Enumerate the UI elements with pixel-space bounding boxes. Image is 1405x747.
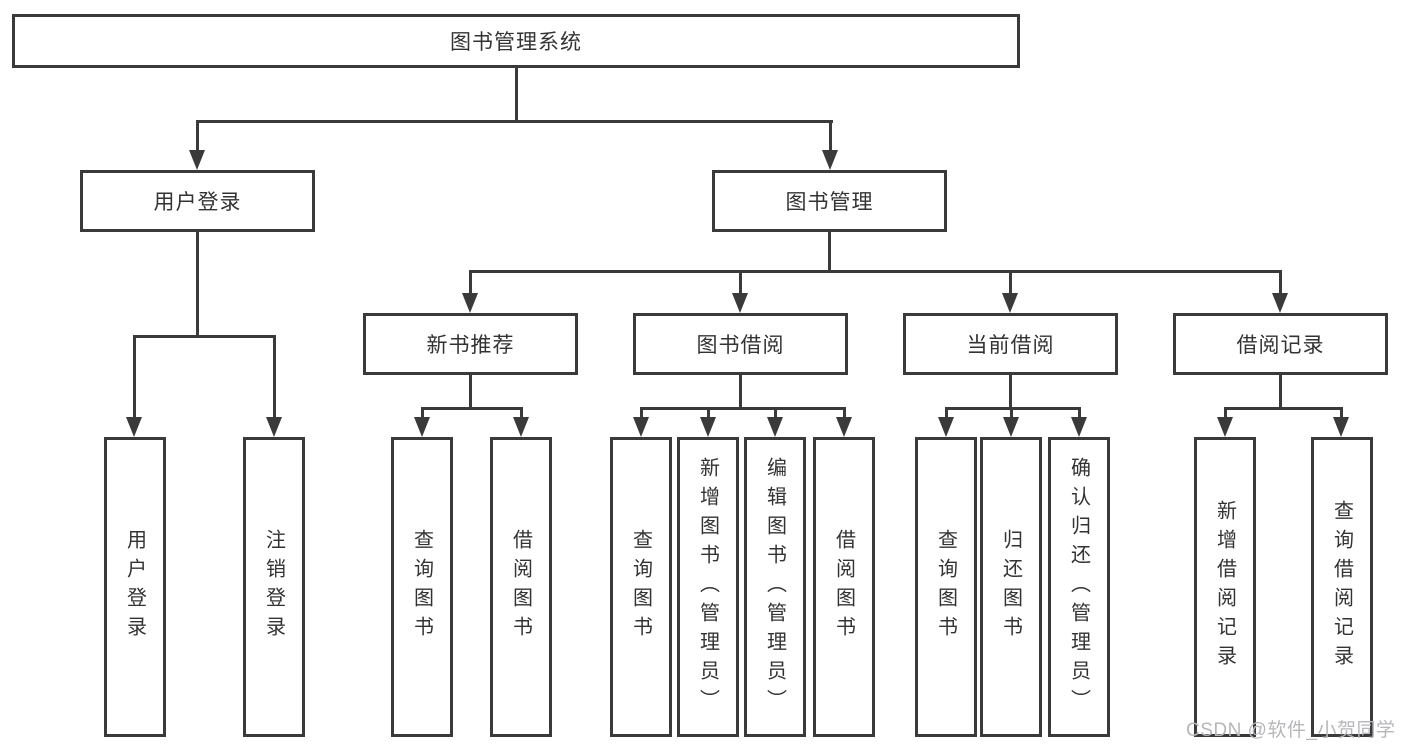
connector-drop-leaf <box>1078 407 1081 419</box>
node-book-borrow: 图书借阅 <box>633 313 848 375</box>
connector-drop-new-book <box>469 270 472 295</box>
arrow-down-icon <box>1217 417 1233 437</box>
connector-current-borrow-bus <box>945 407 1081 410</box>
arrow-down-icon <box>266 417 282 437</box>
leaf-user-login: 用户登录 <box>104 437 166 737</box>
leaf-newbook-borrow-books: 借阅图书 <box>490 437 552 737</box>
node-current-borrow: 当前借阅 <box>903 313 1118 375</box>
node-user-login-label: 用户登录 <box>153 191 242 214</box>
arrow-down-icon <box>462 293 478 313</box>
arrow-down-icon <box>700 417 716 437</box>
node-new-book-label: 新书推荐 <box>426 334 515 357</box>
leaf-borrow-borrow-books: 借阅图书 <box>813 437 875 737</box>
connector-borrow-records-bus <box>1224 407 1343 410</box>
node-root-label: 图书管理系统 <box>450 31 582 54</box>
connector-current-borrow-stub <box>1009 375 1012 410</box>
node-book-management: 图书管理 <box>712 170 947 232</box>
leaf-current-return-books: 归还图书 <box>980 437 1042 737</box>
leaf-records-add-record: 新增借阅记录 <box>1194 437 1256 737</box>
node-borrow-records-label: 借阅记录 <box>1236 334 1325 357</box>
arrow-down-icon <box>189 150 205 170</box>
leaf-label: 归还图书 <box>999 529 1022 645</box>
connector-drop-book-management <box>829 120 832 152</box>
arrow-down-icon <box>938 417 954 437</box>
node-book-borrow-label: 图书借阅 <box>696 334 785 357</box>
leaf-label: 查询图书 <box>410 529 433 645</box>
leaf-label: 借阅图书 <box>832 529 855 645</box>
leaf-records-query-record: 查询借阅记录 <box>1311 437 1373 737</box>
watermark: CSDN @软件_小贺同学 <box>1186 720 1396 741</box>
connector-drop-current-borrow <box>1009 270 1012 295</box>
arrow-down-icon <box>1003 417 1019 437</box>
connector-drop-leaf <box>774 407 777 419</box>
leaf-borrow-edit-books-admin: 编辑图书（管理员） <box>744 437 806 737</box>
connector-new-book-bus <box>421 407 523 410</box>
connector-drop-leaf <box>707 407 710 419</box>
connector-drop-leaf <box>843 407 846 419</box>
leaf-borrow-query-books: 查询图书 <box>610 437 672 737</box>
leaf-label: 确认归还（管理员） <box>1067 456 1090 718</box>
connector-drop-leaf <box>520 407 523 419</box>
arrow-down-icon <box>732 293 748 313</box>
connector-book-management-bus <box>469 270 1282 273</box>
node-user-login: 用户登录 <box>80 170 315 232</box>
connector-book-borrow-stub <box>739 375 742 410</box>
arrow-down-icon <box>1071 417 1087 437</box>
connector-user-login-stub <box>196 232 199 338</box>
connector-drop-leaf <box>133 335 136 417</box>
node-book-management-label: 图书管理 <box>785 191 874 214</box>
connector-drop-leaf <box>1224 407 1227 419</box>
leaf-logout: 注销登录 <box>243 437 305 737</box>
connector-drop-leaf <box>273 335 276 417</box>
connector-new-book-stub <box>469 375 472 410</box>
leaf-current-query-books: 查询图书 <box>915 437 977 737</box>
leaf-label: 用户登录 <box>123 529 146 645</box>
node-root: 图书管理系统 <box>12 14 1020 68</box>
node-current-borrow-label: 当前借阅 <box>966 334 1055 357</box>
leaf-label: 借阅图书 <box>509 529 532 645</box>
connector-book-management-stub <box>828 232 831 273</box>
arrow-down-icon <box>767 417 783 437</box>
arrow-down-icon <box>1333 417 1349 437</box>
leaf-label: 编辑图书（管理员） <box>763 456 786 718</box>
arrow-down-icon <box>1272 293 1288 313</box>
connector-user-login-bus <box>133 335 276 338</box>
leaf-label: 注销登录 <box>262 529 285 645</box>
connector-drop-leaf <box>945 407 948 419</box>
connector-drop-leaf <box>640 407 643 419</box>
arrow-down-icon <box>1002 293 1018 313</box>
connector-drop-leaf <box>421 407 424 419</box>
connector-root-stub <box>515 68 518 123</box>
connector-drop-leaf <box>1340 407 1343 419</box>
arrow-down-icon <box>822 150 838 170</box>
leaf-current-confirm-return-admin: 确认归还（管理员） <box>1048 437 1110 737</box>
connector-borrow-records-stub <box>1279 375 1282 410</box>
connector-drop-borrow-records <box>1279 270 1282 295</box>
leaf-label: 新增借阅记录 <box>1213 500 1236 674</box>
node-borrow-records: 借阅记录 <box>1173 313 1388 375</box>
connector-book-borrow-bus <box>640 407 846 410</box>
connector-drop-leaf <box>1010 407 1013 419</box>
leaf-newbook-query-books: 查询图书 <box>391 437 453 737</box>
arrow-down-icon <box>836 417 852 437</box>
connector-drop-user-login <box>196 120 199 152</box>
leaf-label: 查询图书 <box>629 529 652 645</box>
arrow-down-icon <box>414 417 430 437</box>
arrow-down-icon <box>126 417 142 437</box>
arrow-down-icon <box>633 417 649 437</box>
leaf-borrow-add-books-admin: 新增图书（管理员） <box>677 437 739 737</box>
leaf-label: 新增图书（管理员） <box>696 456 719 718</box>
leaf-label: 查询图书 <box>934 529 957 645</box>
node-new-book-recommend: 新书推荐 <box>363 313 578 375</box>
leaf-label: 查询借阅记录 <box>1330 500 1353 674</box>
arrow-down-icon <box>513 417 529 437</box>
connector-root-bus <box>196 120 833 123</box>
connector-drop-book-borrow <box>739 270 742 295</box>
